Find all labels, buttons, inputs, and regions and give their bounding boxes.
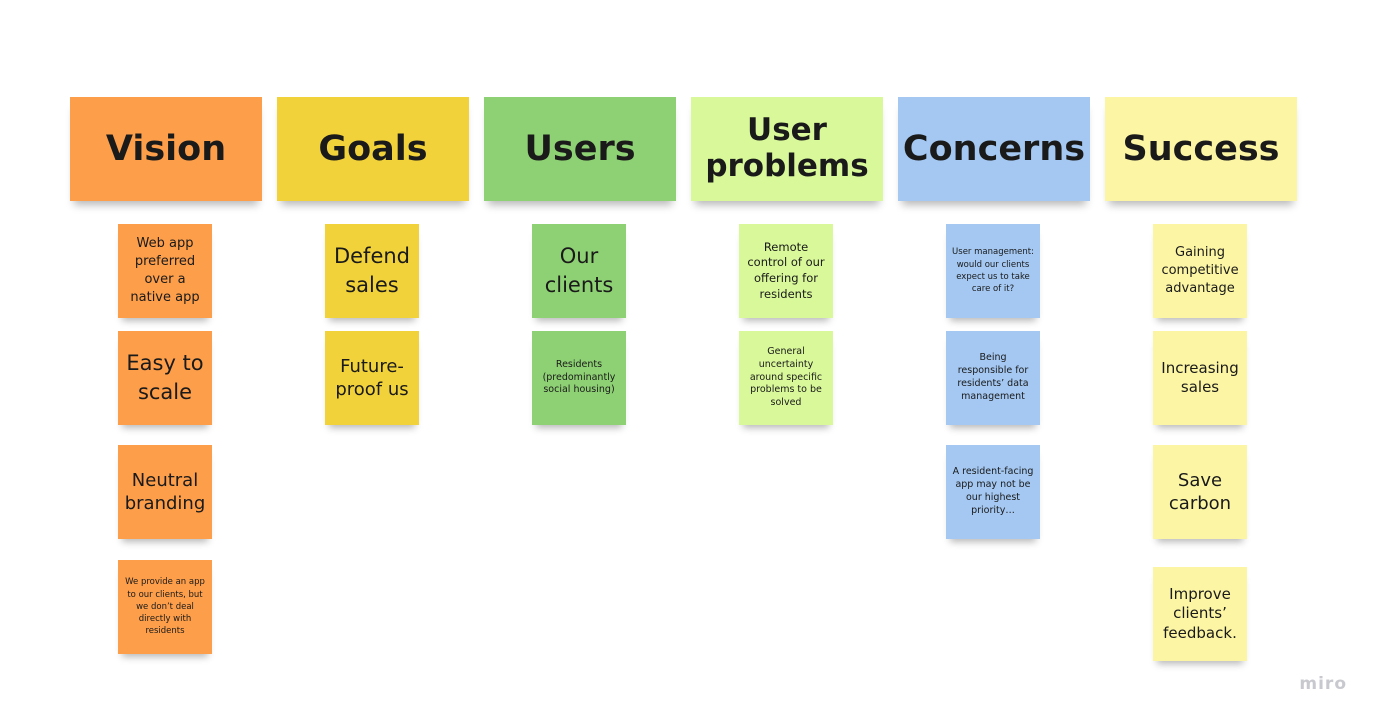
header-label-line1: User — [747, 112, 827, 149]
sticky-note[interactable]: Residents (predominantly social housing) — [532, 331, 626, 425]
sticky-note[interactable]: Remote control of our offering for resid… — [739, 224, 833, 318]
sticky-note-text: Being responsible for residents’ data ma… — [957, 352, 1029, 402]
column-users: Users Our clients Residents (predominant… — [484, 97, 676, 425]
sticky-note-text: Defend sales — [333, 243, 411, 297]
sticky-note-text: Easy to scale — [126, 350, 204, 404]
sticky-note-text: Remote control of our offering for resid… — [747, 239, 825, 301]
sticky-note[interactable]: Gaining competitive advantage — [1153, 224, 1247, 318]
column-goals: Goals Defend sales Future-proof us — [277, 97, 469, 425]
header-label: Success — [1122, 128, 1280, 169]
sticky-note[interactable]: We provide an app to our clients, but we… — [118, 560, 212, 654]
sticky-note-text: Increasing sales — [1161, 358, 1239, 397]
sticky-header-users[interactable]: Users — [484, 97, 676, 201]
sticky-note[interactable]: Increasing sales — [1153, 331, 1247, 425]
sticky-note[interactable]: Future-proof us — [325, 331, 419, 425]
sticky-note-text: Web app preferred over a native app — [130, 235, 200, 306]
sticky-note[interactable]: Web app preferred over a native app — [118, 224, 212, 318]
sticky-note-text: Our clients — [544, 243, 614, 297]
sticky-note[interactable]: Our clients — [532, 224, 626, 318]
sticky-note[interactable]: A resident-facing app may not be our hig… — [946, 445, 1040, 539]
header-label-line2: problems — [705, 148, 869, 184]
sticky-note[interactable]: General uncertainty around specific prob… — [739, 331, 833, 425]
sticky-header-user-problems[interactable]: User problems — [691, 97, 883, 201]
sticky-header-vision[interactable]: Vision — [70, 97, 262, 201]
sticky-note-text: Improve clients’ feedback. — [1163, 584, 1237, 642]
sticky-note[interactable]: Being responsible for residents’ data ma… — [946, 331, 1040, 425]
header-label: Concerns — [902, 128, 1086, 169]
sticky-note-text: User management: would our clients expec… — [952, 247, 1034, 295]
sticky-note-text: Gaining competitive advantage — [1161, 244, 1239, 297]
sticky-note[interactable]: Save carbon — [1153, 445, 1247, 539]
sticky-header-goals[interactable]: Goals — [277, 97, 469, 201]
sticky-note-text: Future-proof us — [335, 355, 409, 400]
sticky-note-text: We provide an app to our clients, but we… — [125, 577, 205, 637]
column-concerns: Concerns User management: would our clie… — [898, 97, 1090, 539]
sticky-note-text: Residents (predominantly social housing) — [542, 358, 616, 396]
header-label: Users — [524, 128, 636, 169]
sticky-note[interactable]: Neutral branding — [118, 445, 212, 539]
miro-logo: miro — [1299, 674, 1347, 694]
column-user-problems: User problems Remote control of our offe… — [691, 97, 883, 425]
sticky-note[interactable]: Defend sales — [325, 224, 419, 318]
header-label: User problems — [705, 113, 868, 184]
sticky-header-concerns[interactable]: Concerns — [898, 97, 1090, 201]
sticky-note-text: Neutral branding — [124, 469, 206, 514]
sticky-header-success[interactable]: Success — [1105, 97, 1297, 201]
sticky-note[interactable]: Improve clients’ feedback. — [1153, 567, 1247, 661]
header-label: Goals — [318, 128, 428, 169]
sticky-note[interactable]: Easy to scale — [118, 331, 212, 425]
sticky-note-text: Save carbon — [1168, 469, 1232, 514]
header-label: Vision — [105, 128, 227, 169]
sticky-note[interactable]: User management: would our clients expec… — [946, 224, 1040, 318]
sticky-note-text: General uncertainty around specific prob… — [749, 345, 823, 409]
sticky-note-text: A resident-facing app may not be our hig… — [952, 466, 1034, 516]
column-vision: Vision Web app preferred over a native a… — [70, 97, 262, 654]
column-success: Success Gaining competitive advantage In… — [1105, 97, 1297, 661]
